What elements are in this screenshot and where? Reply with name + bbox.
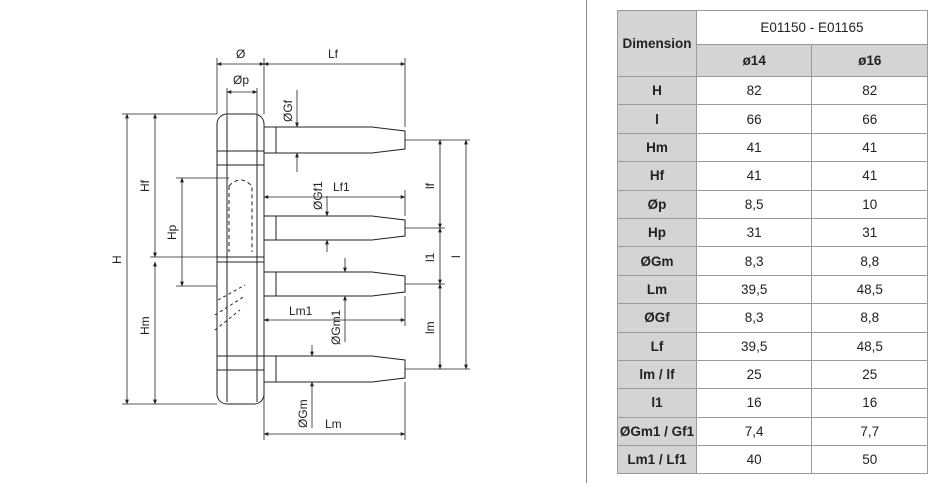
size-header-14: ø14	[695, 44, 813, 77]
row-value-14: 8,3	[695, 246, 813, 276]
row-value-14: 7,4	[695, 416, 813, 447]
label-diameter-gm1: ØGm1	[329, 309, 343, 345]
row-value-14: 40	[695, 445, 813, 475]
row-value-14: 66	[695, 104, 813, 134]
dimension-lines	[122, 58, 470, 440]
hinge-technical-drawing: Ø Lf Øp ØGf Hf H Hp ØGf1 Lf1 lf l1 l Hm …	[110, 47, 470, 440]
label-diameter-gf1: ØGf1	[311, 181, 325, 210]
row-value-16: 10	[811, 189, 928, 219]
row-value-16: 48,5	[811, 274, 928, 305]
row-label: ØGf	[617, 303, 697, 333]
row-value-14: 8,5	[695, 189, 813, 219]
dimension-labels: Ø Lf Øp ØGf Hf H Hp ØGf1 Lf1 lf l1 l Hm …	[110, 47, 463, 431]
row-label: l	[617, 104, 697, 134]
row-value-16: 41	[811, 132, 928, 163]
label-l: l	[449, 255, 463, 258]
size-header-16: ø16	[811, 44, 928, 77]
hinge-barrel	[214, 113, 265, 405]
row-label: Hm	[617, 132, 697, 163]
row-value-16: 82	[811, 75, 928, 106]
hinge-studs	[263, 126, 406, 383]
hinge-drawing-svg: Ø Lf Øp ØGf Hf H Hp ØGf1 Lf1 lf l1 l Hm …	[110, 47, 470, 440]
label-lf-small: lf	[423, 182, 437, 189]
row-value-14: 39,5	[695, 274, 813, 305]
row-value-14: 16	[695, 388, 813, 418]
row-value-14: 41	[695, 161, 813, 191]
dimension-header: Dimension	[617, 10, 697, 77]
label-lm: Lm	[325, 417, 342, 431]
row-label: l1	[617, 388, 697, 418]
label-lf: Lf	[328, 47, 339, 61]
row-value-16: 8,8	[811, 303, 928, 333]
row-label: Lm	[617, 274, 697, 305]
row-value-14: 41	[695, 132, 813, 163]
row-value-14: 8,3	[695, 303, 813, 333]
row-value-14: 82	[695, 75, 813, 106]
label-diameter-p: Øp	[233, 73, 249, 87]
label-l1: l1	[423, 252, 437, 262]
row-value-14: 31	[695, 217, 813, 248]
row-value-14: 39,5	[695, 331, 813, 361]
row-value-16: 25	[811, 359, 928, 390]
row-label: Lm1 / Lf1	[617, 445, 697, 475]
label-lm1: Lm1	[289, 304, 313, 318]
label-lm-small: lm	[423, 321, 437, 334]
row-label: Hp	[617, 217, 697, 248]
label-diameter-gf: ØGf	[281, 99, 295, 122]
row-value-16: 66	[811, 104, 928, 134]
label-hm: Hm	[138, 316, 152, 335]
row-label: Øp	[617, 189, 697, 219]
row-value-16: 8,8	[811, 246, 928, 276]
row-value-14: 25	[695, 359, 813, 390]
row-label: Lf	[617, 331, 697, 361]
row-label: H	[617, 75, 697, 106]
row-value-16: 16	[811, 388, 928, 418]
label-hp: Hp	[165, 224, 179, 240]
row-label: ØGm1 / Gf1	[617, 416, 697, 447]
row-label: lm / lf	[617, 359, 697, 390]
panel-divider	[586, 0, 587, 483]
row-value-16: 41	[811, 161, 928, 191]
label-diameter-gm: ØGm	[296, 399, 310, 428]
row-label: Hf	[617, 161, 697, 191]
label-hf: Hf	[138, 179, 152, 192]
row-value-16: 7,7	[811, 416, 928, 447]
label-h: H	[110, 255, 124, 264]
row-value-16: 48,5	[811, 331, 928, 361]
label-diameter: Ø	[236, 47, 245, 61]
model-range-header: E01150 - E01165	[695, 9, 928, 46]
row-label: ØGm	[617, 246, 697, 276]
label-lf1: Lf1	[333, 180, 350, 194]
row-value-16: 50	[811, 445, 928, 475]
row-value-16: 31	[811, 217, 928, 248]
